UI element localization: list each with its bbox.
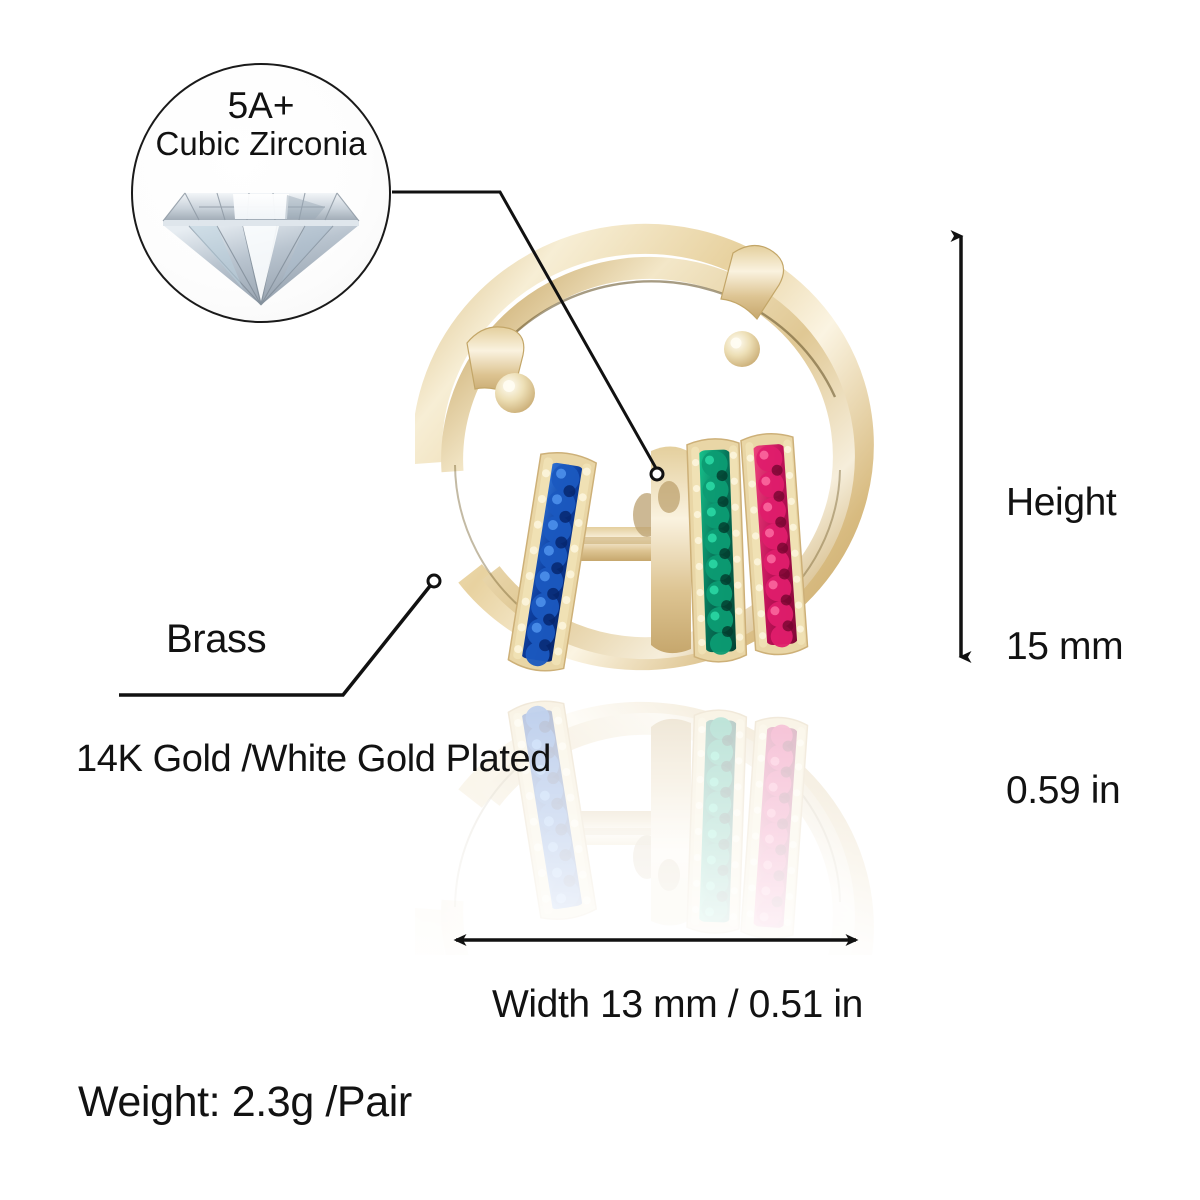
plating-label: 14K Gold /White Gold Plated (76, 738, 552, 780)
brass-label: Brass (166, 617, 267, 661)
cubic-zirconia-badge: 5A+ Cubic Zirconia (131, 63, 391, 323)
height-inch: 0.59 in (1006, 769, 1121, 812)
diamond-icon (147, 177, 375, 309)
height-title: Height (1006, 481, 1117, 524)
width-dimension-label: Width 13 mm / 0.51 in (492, 983, 863, 1026)
product-image (415, 215, 895, 955)
badge-material-label: Cubic Zirconia (155, 125, 367, 162)
weight-label: Weight: 2.3g /Pair (78, 1078, 412, 1126)
height-mm: 15 mm (1006, 625, 1124, 668)
product-reflection (415, 685, 895, 955)
product-main (415, 215, 886, 683)
height-dimension-label: Height 15 mm 0.59 in (1006, 383, 1124, 911)
badge-grade-label: 5A+ (227, 85, 295, 126)
